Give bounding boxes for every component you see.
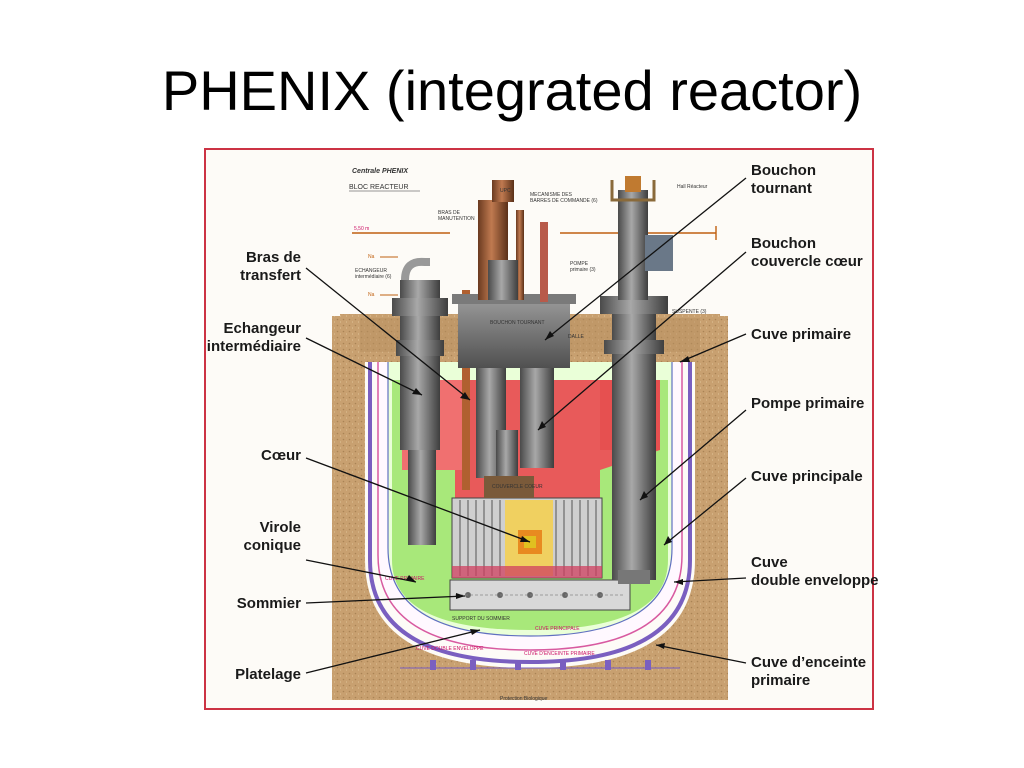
- block-label: BLOC REACTEUR: [349, 184, 409, 191]
- svg-text:Cœur: Cœur: [261, 447, 301, 464]
- svg-text:MECANISME DES: MECANISME DES: [530, 192, 573, 198]
- svg-text:Bouchon: Bouchon: [751, 235, 816, 252]
- svg-text:Virole: Virole: [260, 519, 301, 536]
- svg-text:primaire (3): primaire (3): [570, 267, 596, 273]
- svg-text:Bouchon: Bouchon: [751, 162, 816, 179]
- label-cuve-double-enveloppe: Cuve double enveloppe: [751, 554, 879, 589]
- svg-text:Cuve primaire: Cuve primaire: [751, 326, 851, 343]
- plant-label: Centrale PHENIX: [352, 168, 409, 175]
- label-bouchon-couvercle: Bouchon couvercle cœur: [751, 235, 863, 270]
- svg-text:Cuve principale: Cuve principale: [751, 468, 863, 485]
- svg-text:Protection Biologique: Protection Biologique: [500, 696, 547, 702]
- label-pompe-primaire: Pompe primaire: [751, 395, 864, 412]
- svg-text:DALLE: DALLE: [568, 334, 585, 340]
- svg-text:UPC: UPC: [500, 188, 511, 194]
- svg-text:Na: Na: [368, 254, 375, 260]
- svg-text:BRAS DE: BRAS DE: [438, 210, 461, 216]
- svg-text:couvercle cœur: couvercle cœur: [751, 253, 863, 270]
- label-bouchon-tournant: Bouchon tournant: [751, 162, 816, 197]
- svg-text:primaire: primaire: [751, 672, 810, 689]
- svg-text:BARRES DE COMMANDE (6): BARRES DE COMMANDE (6): [530, 198, 598, 204]
- slide-title: PHENIX (integrated reactor): [161, 59, 863, 122]
- svg-text:Cuve d’enceinte: Cuve d’enceinte: [751, 654, 866, 671]
- svg-text:ECHANGEUR: ECHANGEUR: [355, 268, 387, 274]
- svg-text:intermédiaire: intermédiaire: [207, 338, 301, 355]
- cuve-enceinte-outline: [368, 320, 692, 665]
- label-sommier: Sommier: [237, 595, 301, 612]
- label-platelage: Platelage: [235, 666, 301, 683]
- label-bras-transfert: Bras de transfert: [240, 249, 301, 284]
- svg-text:Sommier: Sommier: [237, 595, 301, 612]
- hall-label: Hall Réacteur: [677, 184, 708, 190]
- svg-text:CUVE D'ENCEINTE PRIMAIRE: CUVE D'ENCEINTE PRIMAIRE: [524, 651, 595, 657]
- label-coeur: Cœur: [261, 447, 301, 464]
- label-virole-conique: Virole conique: [243, 519, 301, 554]
- level-label: 5,50 m: [354, 226, 369, 232]
- label-cuve-enceinte: Cuve d’enceinte primaire: [751, 654, 866, 689]
- svg-text:CUVE PRIMAIRE: CUVE PRIMAIRE: [385, 576, 425, 582]
- svg-text:MANUTENTION: MANUTENTION: [438, 216, 475, 222]
- label-cuve-principale: Cuve principale: [751, 468, 863, 485]
- svg-text:COUVERCLE COEUR: COUVERCLE COEUR: [492, 484, 543, 490]
- svg-text:POMPE: POMPE: [570, 261, 589, 267]
- svg-text:Echangeur: Echangeur: [223, 320, 301, 337]
- label-cuve-primaire: Cuve primaire: [751, 326, 851, 343]
- svg-text:intermédiaire (6): intermédiaire (6): [355, 274, 392, 280]
- svg-text:CUVE PRINCIPALE: CUVE PRINCIPALE: [535, 626, 580, 632]
- svg-text:SUSPENTE (3): SUSPENTE (3): [672, 309, 707, 315]
- svg-text:BOUCHON TOURNANT: BOUCHON TOURNANT: [490, 320, 545, 326]
- svg-text:double enveloppe: double enveloppe: [751, 572, 879, 589]
- bouchon-couvercle-column: [520, 368, 554, 468]
- svg-text:transfert: transfert: [240, 267, 301, 284]
- svg-text:Pompe primaire: Pompe primaire: [751, 395, 864, 412]
- svg-text:Platelage: Platelage: [235, 666, 301, 683]
- svg-text:Bras de: Bras de: [246, 249, 301, 266]
- bras-transfert-rod: [462, 290, 470, 490]
- label-echangeur: Echangeur intermédiaire: [207, 320, 301, 355]
- svg-text:SUPPORT DU SOMMIER: SUPPORT DU SOMMIER: [452, 616, 510, 622]
- svg-text:tournant: tournant: [751, 180, 812, 197]
- svg-text:conique: conique: [243, 537, 301, 554]
- svg-text:Na: Na: [368, 292, 375, 298]
- svg-text:Cuve: Cuve: [751, 554, 788, 571]
- svg-text:CUVE DOUBLE ENVELOPPE: CUVE DOUBLE ENVELOPPE: [416, 646, 484, 652]
- biological-shield: [332, 316, 728, 700]
